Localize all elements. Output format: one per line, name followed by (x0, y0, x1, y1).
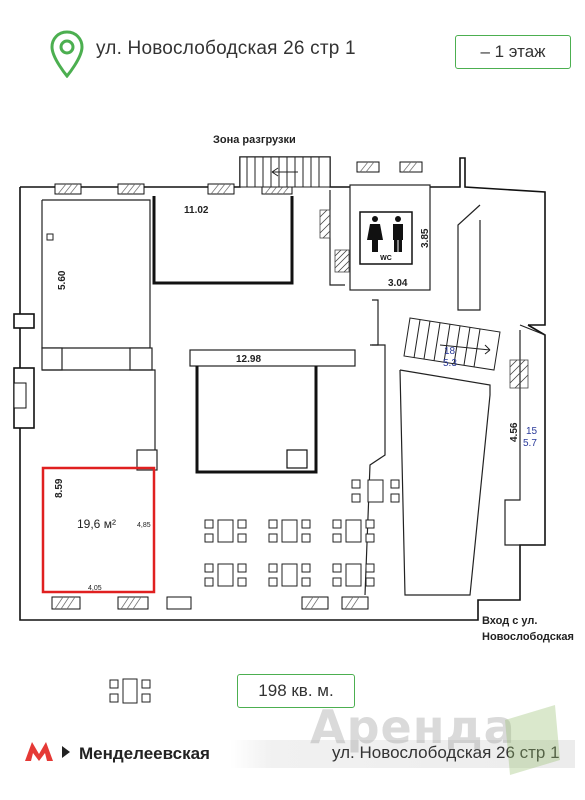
table-group-5 (204, 563, 247, 587)
dim-center-label: 12.98 (236, 354, 261, 365)
dim-left-label: 5.60 (57, 270, 68, 290)
stairs-top (239, 156, 331, 188)
highlighted-room[interactable] (41, 466, 156, 594)
footer-address: ул. Новослободская 26 стр 1 (332, 743, 560, 762)
metro-station-name: Менделеевская (79, 744, 210, 763)
floor-plan: WC Зона разгрузки 11.02 5.60 12.98 3.8 (13, 134, 574, 643)
table-group-1 (351, 479, 400, 503)
room-depth-label: 4,05 (88, 585, 102, 592)
dim-right-label: 4.56 (509, 422, 520, 442)
hatched-walls (319, 209, 529, 389)
location-pin-icon (50, 30, 84, 78)
stair-mark-top: 18 (444, 346, 456, 357)
arrow-right-icon (62, 746, 70, 758)
watermark-logo (505, 705, 560, 775)
table-group-7 (332, 563, 375, 587)
entrance-label-1: Вход с ул. (482, 615, 537, 627)
tables (204, 479, 400, 587)
table-seats-icon (109, 678, 151, 704)
right-corridor (364, 324, 546, 596)
right-mark-top: 15 (526, 426, 538, 437)
wc-label: WC (380, 255, 392, 262)
header: ул. Новослободская 26 стр 1 – 1 этаж (0, 0, 585, 90)
storage-room (152, 196, 318, 474)
address-title: ул. Новослободская 26 стр 1 (96, 38, 356, 59)
table-group-2 (204, 519, 247, 543)
table-group-6 (268, 563, 311, 587)
footer-strip (230, 740, 575, 768)
outer-walls (13, 156, 546, 621)
watermark-text: Аренда (310, 700, 516, 754)
outlet-mark (46, 233, 54, 241)
dim-wc-height-label: 3.85 (420, 228, 431, 248)
room-width-label: 4,85 (137, 522, 151, 529)
stairs-right (403, 317, 501, 371)
right-mark-bottom: 5.7 (523, 438, 537, 449)
dim-wc-width-label: 3.04 (388, 278, 408, 289)
room-height-label: 8.59 (54, 478, 65, 498)
dim-top-label: 11.02 (184, 205, 209, 216)
room-area-label: 19,6 м² (77, 517, 116, 531)
metro-m-icon (25, 742, 53, 761)
table-group-3 (268, 519, 311, 543)
stair-mark-bottom: 5.3 (443, 358, 457, 369)
wc-block: WC (349, 184, 431, 291)
floor-button[interactable]: – 1 этаж (455, 35, 571, 69)
area-badge: 198 кв. м. (237, 674, 355, 708)
window-hatching (54, 161, 418, 610)
unloading-zone-label: Зона разгрузки (213, 134, 296, 146)
entrance-label-2: Новослободская (482, 631, 574, 643)
table-group-4 (332, 519, 375, 543)
